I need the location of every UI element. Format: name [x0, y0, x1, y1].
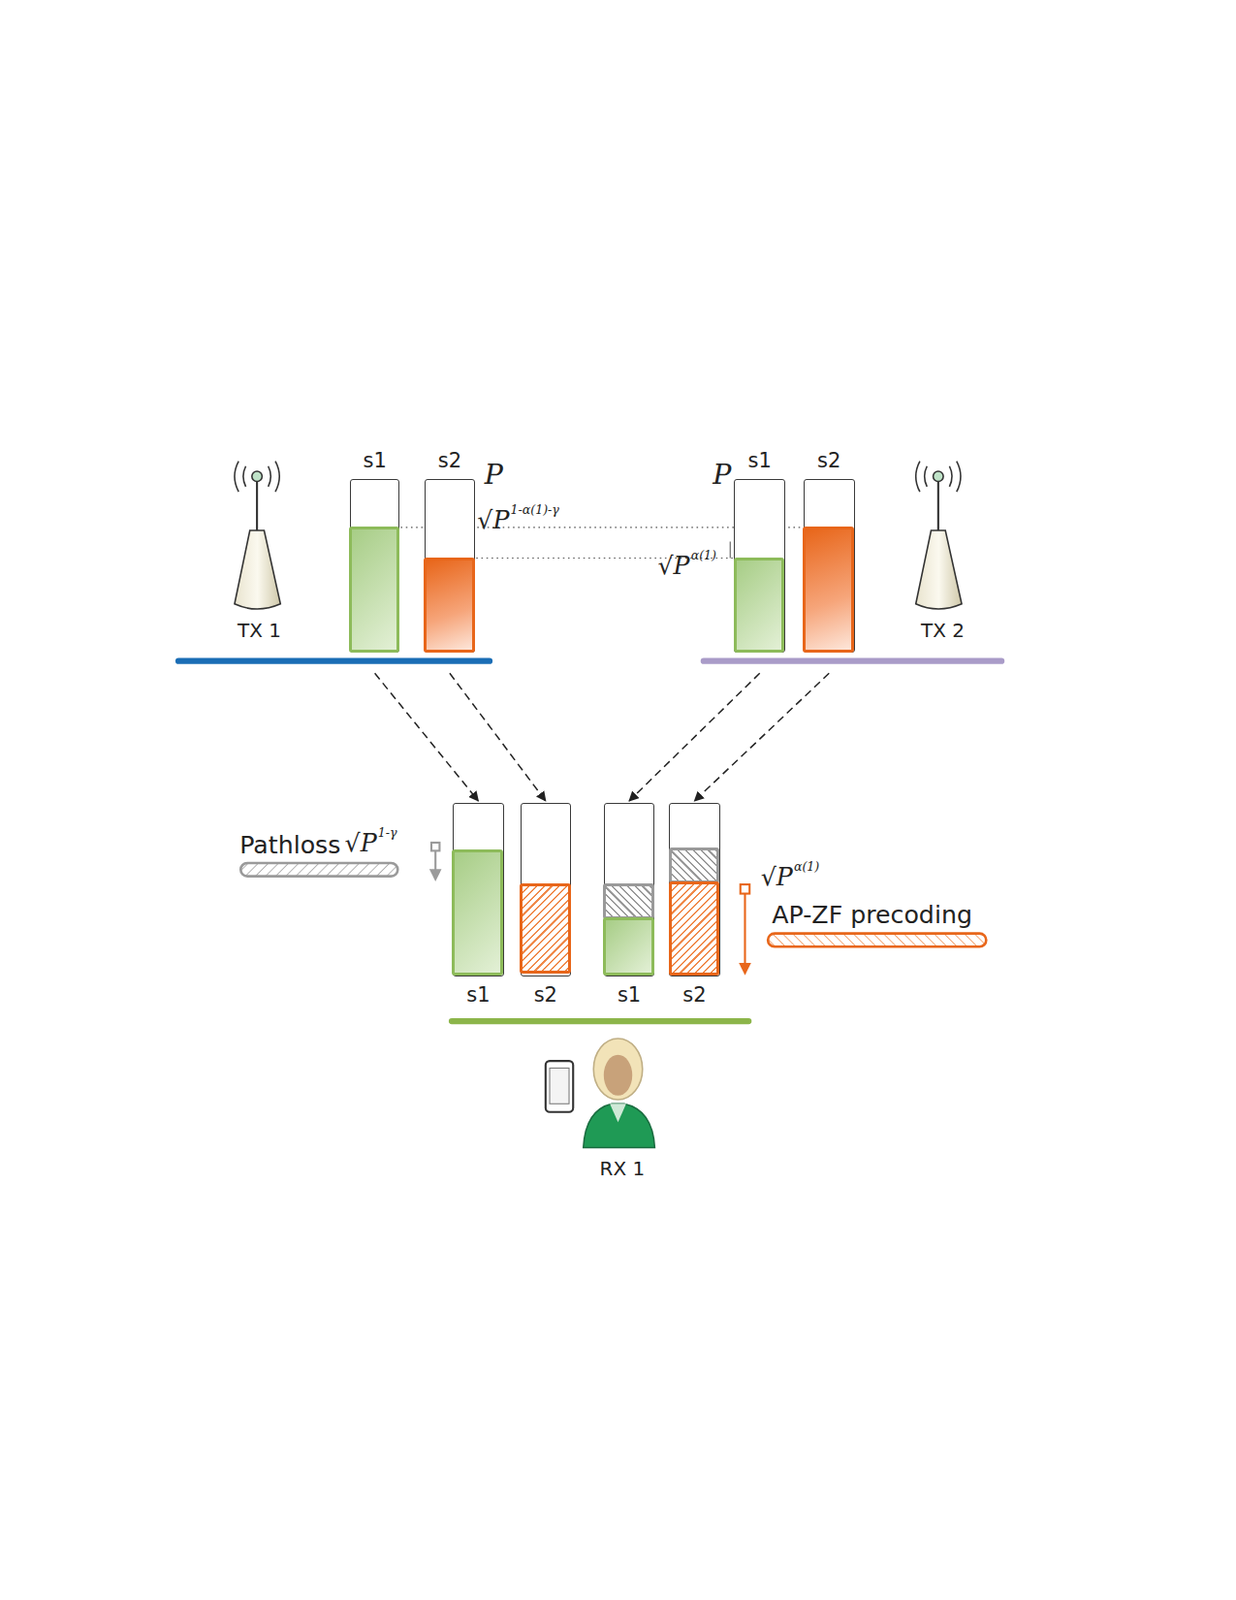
signal-bar: s1 — [349, 478, 401, 653]
signal-bar: s2 — [424, 478, 476, 653]
level-tick — [729, 541, 731, 559]
signal-name: s2 — [438, 448, 462, 473]
signal-path — [375, 672, 479, 801]
power-level — [423, 557, 476, 653]
signal-name: s2 — [534, 982, 558, 1007]
precoding-expr: √P — [760, 862, 793, 891]
signal-path — [629, 672, 761, 801]
tx1-base — [175, 658, 493, 665]
signal-bar: s1 — [603, 802, 656, 977]
tx1-antenna — [234, 461, 281, 610]
rx1-base — [448, 1017, 752, 1024]
signal-bar: s1 — [452, 802, 505, 977]
signal-path — [694, 672, 829, 801]
transmitter-name: TX 2 — [920, 619, 965, 642]
signal-name: s1 — [617, 982, 641, 1007]
power-level-expr: √P — [658, 551, 691, 580]
exponent: 1-γ — [378, 825, 398, 841]
receiver-name: RX 1 — [600, 1157, 646, 1180]
precoding-arrow — [743, 893, 746, 970]
signal-bar: s2 — [803, 478, 856, 653]
precoding-marker — [740, 884, 750, 893]
pathloss-arrow — [434, 850, 437, 875]
tx2-antenna — [916, 461, 962, 610]
signal-name: s2 — [817, 448, 841, 473]
power-level — [348, 526, 400, 652]
signal-bar: s2 — [520, 802, 572, 977]
signal-path — [449, 672, 546, 801]
tx2-base — [700, 658, 1005, 665]
signal-bar: s1 — [733, 478, 786, 653]
precoding-bar — [767, 933, 986, 948]
exponent: α(1) — [691, 548, 717, 564]
power-symbol: P — [484, 459, 504, 492]
power-symbol: P — [712, 459, 731, 492]
precoding-label: AP-ZF precoding — [771, 900, 973, 929]
transmitter-name: TX 1 — [237, 619, 282, 642]
pathloss-expr: √P — [345, 828, 378, 857]
pathloss-bar — [240, 862, 398, 877]
power-level — [668, 847, 721, 885]
power-level — [668, 881, 721, 976]
power-level-expr: √P — [476, 506, 509, 535]
power-level — [519, 883, 571, 974]
power-level — [602, 917, 655, 976]
rx1-user — [545, 1038, 656, 1148]
power-level — [602, 883, 655, 920]
exponent: α(1) — [793, 859, 820, 875]
signal-name: s1 — [362, 448, 386, 473]
pathloss-label: Pathloss — [239, 830, 341, 859]
signal-name: s1 — [748, 448, 772, 473]
signal-name: s2 — [682, 982, 706, 1007]
pathloss-marker — [431, 842, 440, 851]
power-level — [802, 526, 855, 652]
exponent: 1-α(1)-γ — [509, 503, 559, 518]
signal-bar: s2 — [668, 802, 721, 977]
power-level — [733, 557, 786, 653]
power-level — [451, 849, 504, 976]
signal-name: s1 — [466, 982, 490, 1007]
